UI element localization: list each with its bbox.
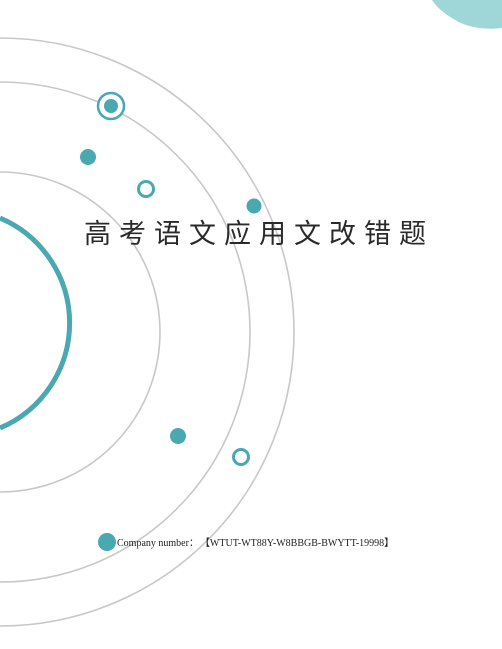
orbit-ring-outer [0, 37, 295, 627]
company-bullet-dot [98, 533, 116, 551]
document-title: 高考语文应用文改错题 [84, 219, 434, 250]
orbit-ring-middle [0, 81, 251, 583]
teal-arc [0, 215, 73, 431]
ring-dot-3 [170, 428, 186, 444]
ring-dot-large-core [104, 99, 118, 113]
company-number-code: 【WTUT-WT88Y-W8BBGB-BWYTT-19998】 [204, 538, 395, 549]
ring-dot-hollow-1 [137, 180, 155, 198]
ring-dot-1 [80, 149, 96, 165]
orbit-ring-inner [0, 171, 161, 493]
ring-dot-2 [246, 198, 262, 214]
corner-blob-shape [432, 0, 502, 29]
company-number-label: Company number： [117, 538, 199, 549]
company-number-line: Company number： 【WTUT-WT88Y-W8BBGB-BWYTT-… [117, 534, 394, 549]
ring-dot-hollow-2 [232, 448, 250, 466]
